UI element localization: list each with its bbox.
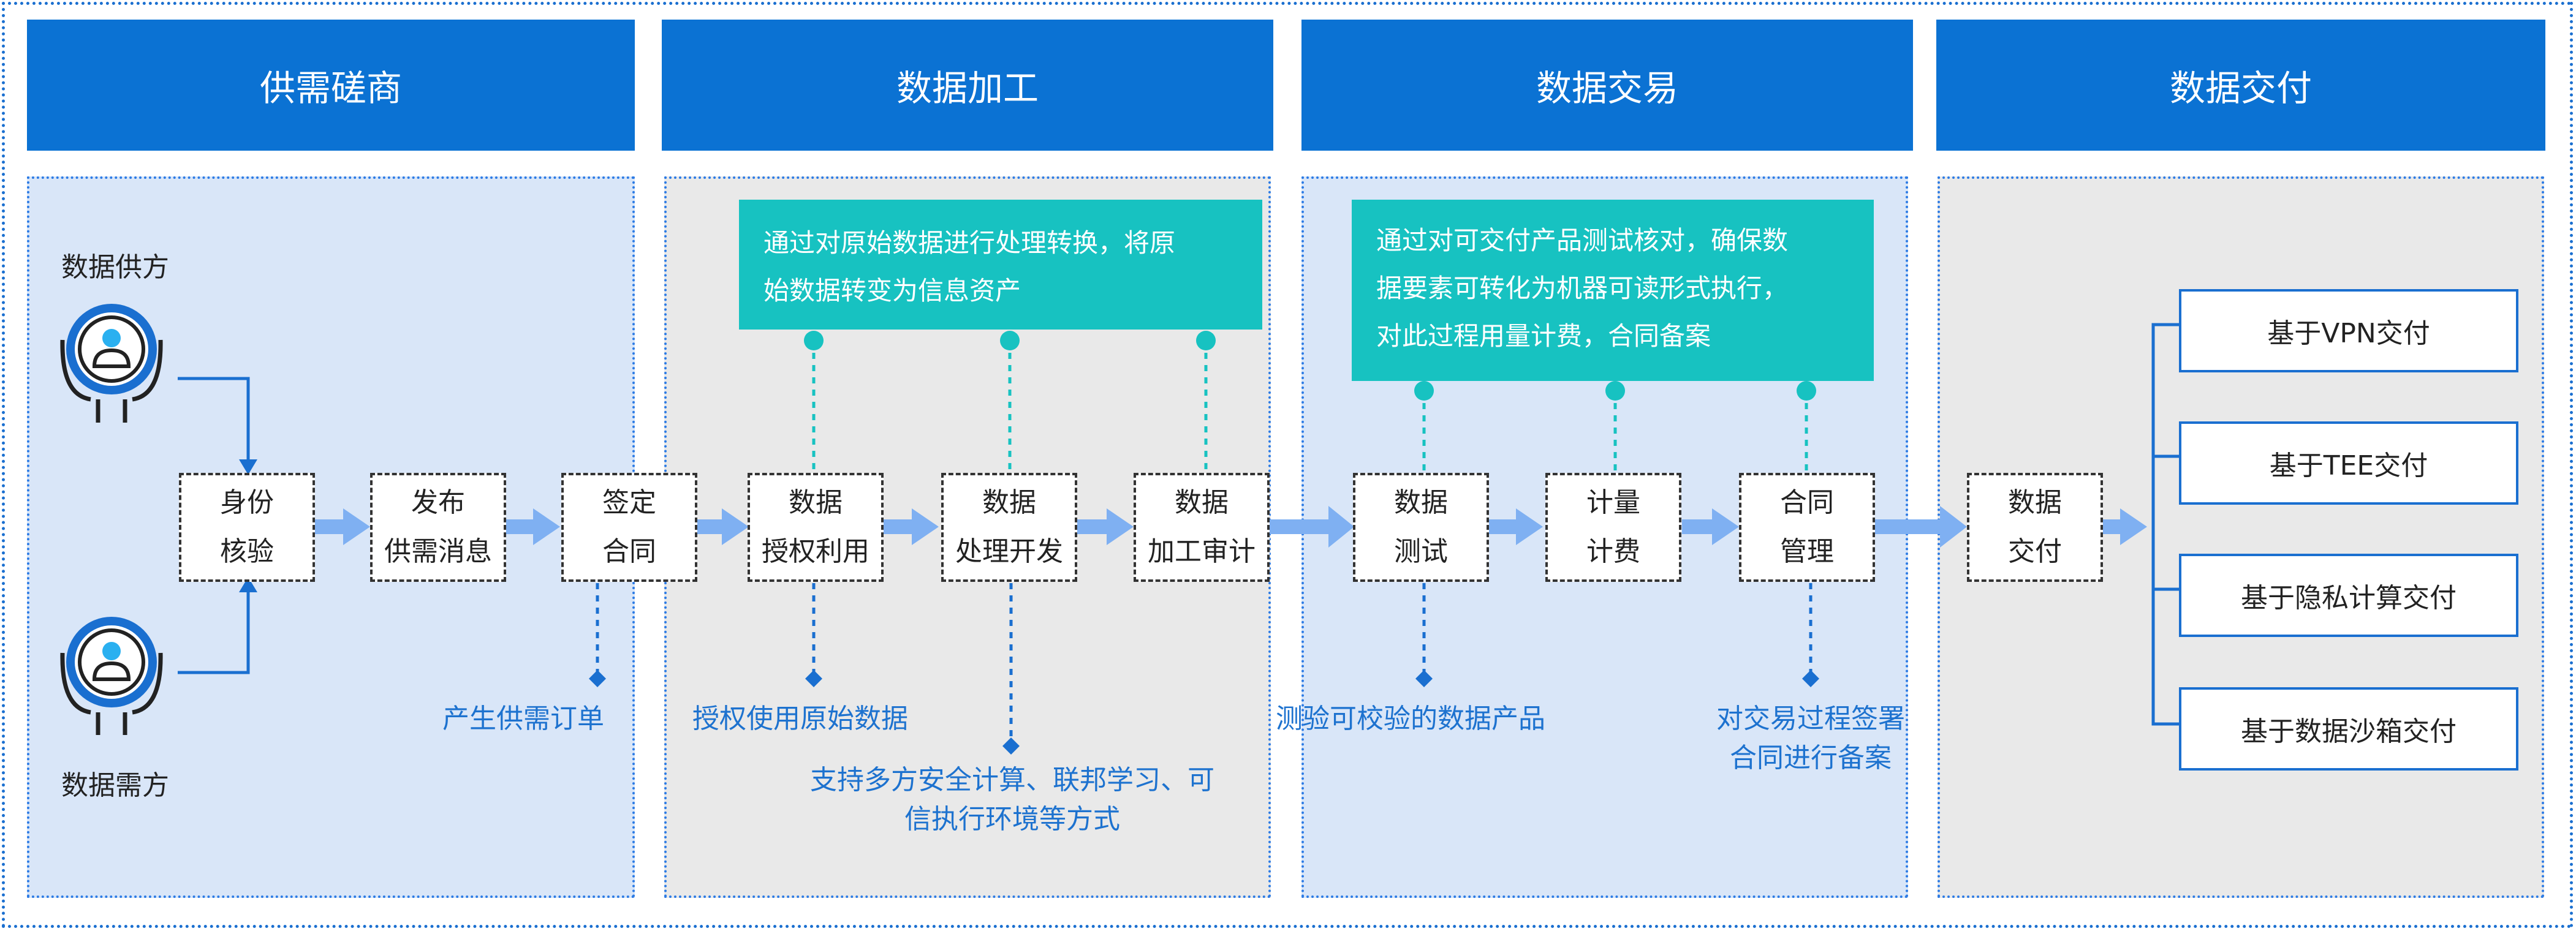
label-contract-record: 对交易过程签署 合同进行备案: [1703, 699, 1918, 778]
label-line: 信执行环境等方式: [904, 804, 1120, 835]
label-verify-product: 测验可校验的数据产品: [1276, 699, 1545, 739]
node-data-authorize: 数据 授权利用: [748, 473, 884, 582]
flow-arrow: [506, 508, 560, 545]
node-billing: 计量 计费: [1545, 473, 1681, 582]
flow-arrow: [1682, 508, 1739, 545]
label-line: 合同进行备案: [1730, 742, 1892, 774]
node-line: 管理: [1780, 536, 1834, 567]
party-connector-lines: [178, 377, 250, 674]
flow-arrow: [697, 508, 749, 545]
label-line: 对交易过程签署: [1716, 703, 1905, 734]
node-line: 发布: [411, 487, 465, 518]
delivery-option-privacy-computing: 基于隐私计算交付: [2179, 554, 2518, 637]
node-line: 加工审计: [1148, 536, 1256, 567]
phase-header-processing: 数据加工: [662, 20, 1273, 151]
label-connectors: [596, 583, 1813, 746]
note-line: 对此过程用量计费，合同备案: [1376, 321, 1711, 351]
node-line: 供需消息: [384, 536, 492, 567]
node-line: 合同: [602, 536, 656, 567]
note-processing: 通过对原始数据进行处理转换，将原 始数据转变为信息资产: [739, 200, 1262, 330]
node-line: 数据: [1394, 487, 1448, 518]
party-connector-arrowheads: [239, 459, 257, 592]
flow-arrow: [1489, 508, 1543, 545]
label-raw-data-use: 授权使用原始数据: [692, 699, 908, 739]
label-methods: 支持多方安全计算、联邦学习、可 信执行环境等方式: [786, 761, 1239, 839]
supplier-label: 数据供方: [61, 252, 169, 283]
node-line: 核验: [220, 536, 274, 567]
flow-arrow: [1077, 508, 1134, 545]
phase-header-delivery: 数据交付: [1936, 20, 2545, 151]
node-line: 数据: [2008, 487, 2062, 518]
flow-arrows: [315, 506, 2147, 548]
note-line: 始数据转变为信息资产: [763, 276, 1021, 306]
node-line: 计费: [1586, 536, 1640, 567]
demander-label: 数据需方: [61, 770, 169, 801]
note-line: 通过对原始数据进行处理转换，将原: [763, 228, 1176, 258]
label-order: 产生供需订单: [442, 699, 604, 739]
node-contract-management: 合同 管理: [1739, 473, 1875, 582]
flow-arrow: [1875, 506, 1967, 548]
label-connector-diamonds: [589, 670, 1819, 755]
note-line: 通过对可交付产品测试核对，确保数: [1376, 225, 1789, 255]
label-line: 产生供需订单: [442, 703, 604, 734]
node-data-test: 数据 测试: [1353, 473, 1489, 582]
node-data-audit: 数据 加工审计: [1134, 473, 1270, 582]
node-line: 数据: [982, 487, 1036, 518]
node-line: 计量: [1586, 487, 1640, 518]
delivery-bracket: [2151, 323, 2179, 726]
node-data-process: 数据 处理开发: [941, 473, 1077, 582]
delivery-option-tee: 基于TEE交付: [2179, 421, 2518, 505]
node-line: 合同: [1780, 487, 1834, 518]
node-line: 测试: [1394, 536, 1448, 567]
flow-arrow: [315, 508, 370, 545]
phase-header-negotiation: 供需磋商: [27, 20, 635, 151]
note-connector-dots: [804, 331, 1816, 401]
node-line: 数据: [789, 487, 843, 518]
node-line: 授权利用: [762, 536, 869, 567]
user-icon-supplier: [60, 304, 163, 423]
flow-arrow: [2103, 508, 2147, 545]
node-line: 处理开发: [955, 536, 1063, 567]
label-line: 支持多方安全计算、联邦学习、可: [810, 764, 1214, 796]
phase-header-trading: 数据交易: [1301, 20, 1913, 151]
node-line: 数据: [1175, 487, 1229, 518]
node-sign-contract: 签定 合同: [561, 473, 697, 582]
delivery-option-data-sandbox: 基于数据沙箱交付: [2179, 687, 2518, 771]
note-line: 据要素可转化为机器可读形式执行，: [1376, 273, 1789, 303]
flow-arrow: [1270, 506, 1354, 548]
node-data-deliver: 数据 交付: [1967, 473, 2103, 582]
user-icon-demander: [60, 617, 163, 735]
node-line: 交付: [2008, 536, 2062, 567]
node-line: 签定: [602, 487, 656, 518]
delivery-option-vpn: 基于VPN交付: [2179, 289, 2518, 372]
node-publish-message: 发布 供需消息: [370, 473, 506, 582]
node-line: 身份: [220, 487, 274, 518]
label-line: 授权使用原始数据: [692, 703, 908, 734]
flow-arrow: [884, 508, 939, 545]
label-line: 测验可校验的数据产品: [1276, 703, 1545, 734]
note-connectors: [812, 341, 1808, 473]
note-trading: 通过对可交付产品测试核对，确保数 据要素可转化为机器可读形式执行， 对此过程用量…: [1352, 200, 1874, 381]
node-identity-verify: 身份 核验: [179, 473, 315, 582]
